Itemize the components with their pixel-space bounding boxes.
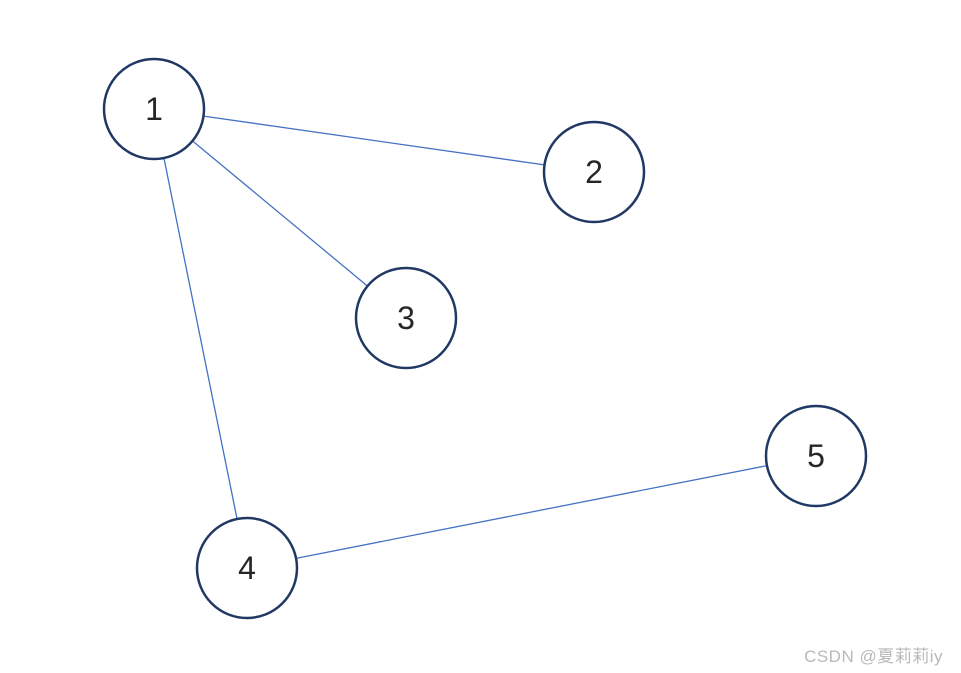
graph-node-4[interactable]: 4 [195,516,299,620]
edge-1-2 [203,115,545,166]
node-circle-2[interactable] [542,120,646,224]
edge-4-5 [295,465,768,559]
node-label-1: 1 [145,91,163,127]
node-label-3: 3 [397,300,415,336]
node-circle-4[interactable] [195,516,299,620]
node-circle-3[interactable] [354,266,458,370]
edge-1-3 [192,140,368,287]
watermark: CSDN @夏莉莉iy [804,647,943,666]
graph-node-2[interactable]: 2 [542,120,646,224]
node-circle-1[interactable] [102,57,206,161]
node-label-5: 5 [807,438,825,474]
node-label-4: 4 [238,550,256,586]
edge-1-4 [163,157,238,520]
graph-node-3[interactable]: 3 [354,266,458,370]
graph-node-5[interactable]: 5 [764,404,868,508]
node-label-2: 2 [585,154,603,190]
graph-node-1[interactable]: 1 [102,57,206,161]
node-circle-5[interactable] [764,404,868,508]
